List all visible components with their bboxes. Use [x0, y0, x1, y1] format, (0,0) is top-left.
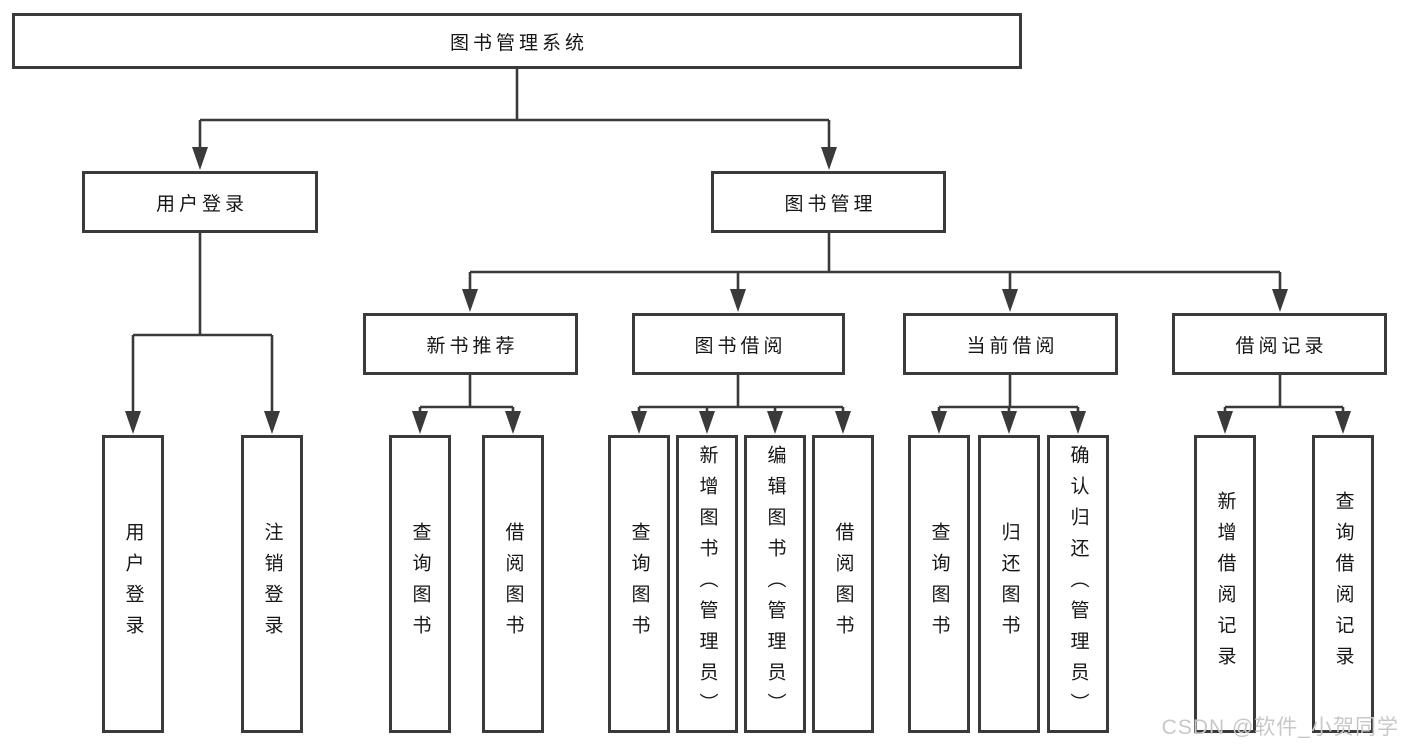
arrowhead-icon	[192, 147, 208, 170]
arrowhead-icon	[835, 411, 851, 434]
leaf-borrow-edit-book-admin-label: 编辑图书（管理员）	[764, 444, 786, 724]
arrowhead-icon	[125, 411, 141, 434]
node-borrow-records-label: 借阅记录	[1235, 335, 1328, 357]
leaf-recommend-borrow-books-label: 借阅图书	[502, 522, 524, 646]
leaf-current-confirm-return-admin: 确认归还（管理员）	[1047, 435, 1109, 733]
connector-current-borrow-children	[931, 375, 1086, 434]
connector-user-login-children	[125, 233, 280, 434]
arrowhead-icon	[462, 289, 478, 312]
csdn-watermark: CSDN @软件_小贺同学	[1161, 716, 1399, 739]
leaf-current-query-books: 查询图书	[908, 435, 970, 733]
arrowhead-icon	[1001, 411, 1017, 434]
leaf-recommend-borrow-books: 借阅图书	[482, 435, 544, 733]
node-book-borrow: 图书借阅	[632, 313, 845, 375]
connector-root-to-level2	[192, 69, 837, 170]
arrowhead-icon	[264, 411, 280, 434]
connector-new-book-recommend-children	[412, 375, 521, 434]
leaf-borrow-add-book-admin: 新增图书（管理员）	[676, 435, 738, 733]
leaf-borrow-add-book-admin-label: 新增图书（管理员）	[696, 444, 718, 724]
leaf-borrow-borrow-books-label: 借阅图书	[832, 522, 854, 646]
leaf-user-login-label: 用户登录	[122, 522, 144, 646]
leaf-recommend-query-books: 查询图书	[389, 435, 451, 733]
node-book-management: 图书管理	[711, 171, 946, 233]
leaf-records-add-record: 新增借阅记录	[1194, 435, 1256, 733]
node-root-system: 图书管理系统	[12, 13, 1022, 69]
arrowhead-icon	[631, 411, 647, 434]
arrowhead-icon	[730, 289, 746, 312]
node-user-login: 用户登录	[82, 171, 318, 233]
arrowhead-icon	[767, 411, 783, 434]
leaf-current-query-books-label: 查询图书	[928, 522, 950, 646]
node-book-management-label: 图书管理	[784, 193, 877, 215]
leaf-borrow-borrow-books: 借阅图书	[812, 435, 874, 733]
node-user-login-label: 用户登录	[155, 193, 248, 215]
node-current-borrow-label: 当前借阅	[966, 335, 1059, 357]
arrowhead-icon	[1217, 411, 1233, 434]
node-new-book-recommend-label: 新书推荐	[426, 335, 519, 357]
arrowhead-icon	[1070, 411, 1086, 434]
leaf-borrow-edit-book-admin: 编辑图书（管理员）	[744, 435, 806, 733]
leaf-current-return-books: 归还图书	[978, 435, 1040, 733]
node-new-book-recommend: 新书推荐	[363, 313, 578, 375]
connector-book-borrow-children	[631, 375, 851, 434]
leaf-logout-label: 注销登录	[261, 522, 283, 646]
node-book-borrow-label: 图书借阅	[694, 335, 787, 357]
leaf-records-query-record: 查询借阅记录	[1312, 435, 1374, 733]
arrowhead-icon	[699, 411, 715, 434]
arrowhead-icon	[931, 411, 947, 434]
leaf-records-query-record-label: 查询借阅记录	[1332, 491, 1354, 677]
arrowhead-icon	[821, 147, 837, 170]
connector-book-management-children	[462, 233, 1288, 312]
arrowhead-icon	[1002, 289, 1018, 312]
leaf-current-return-books-label: 归还图书	[998, 522, 1020, 646]
leaf-user-login: 用户登录	[102, 435, 164, 733]
leaf-recommend-query-books-label: 查询图书	[409, 522, 431, 646]
node-root-label: 图书管理系统	[449, 32, 588, 54]
arrowhead-icon	[505, 411, 521, 434]
node-current-borrow: 当前借阅	[903, 313, 1118, 375]
arrowhead-icon	[1335, 411, 1351, 434]
arrowhead-icon	[412, 411, 428, 434]
node-borrow-records: 借阅记录	[1172, 313, 1387, 375]
leaf-current-confirm-return-admin-label: 确认归还（管理员）	[1067, 444, 1089, 724]
leaf-logout: 注销登录	[241, 435, 303, 733]
leaf-records-add-record-label: 新增借阅记录	[1214, 491, 1236, 677]
leaf-borrow-query-books-label: 查询图书	[628, 522, 650, 646]
leaf-borrow-query-books: 查询图书	[608, 435, 670, 733]
arrowhead-icon	[1272, 289, 1288, 312]
connector-borrow-records-children	[1217, 375, 1351, 434]
